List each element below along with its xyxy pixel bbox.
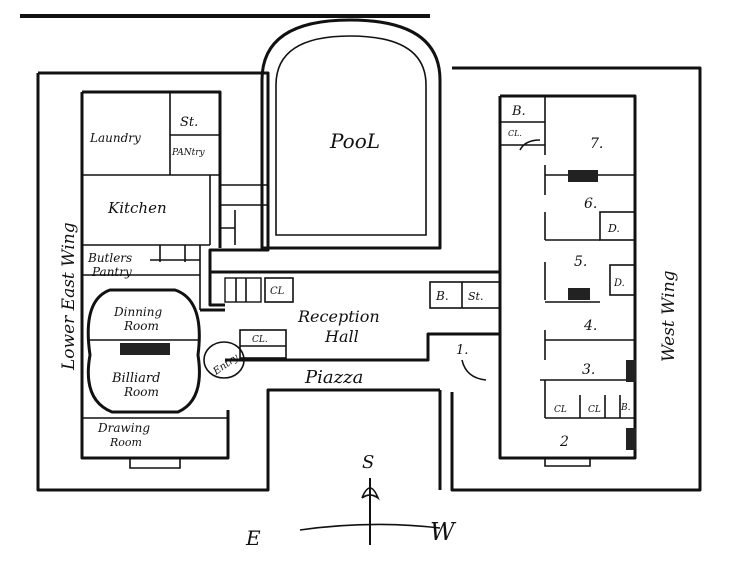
tub-symbol (568, 288, 590, 300)
room-4-label: 4. (583, 318, 597, 334)
closet-top-label: CL. (508, 129, 522, 138)
room-5-label: 5. (574, 254, 587, 270)
laundry-walls (82, 92, 220, 176)
compass-east-label: E (245, 526, 261, 550)
butlers-pantry-walls (82, 245, 201, 310)
billiard-label-line1: Billiard (111, 371, 160, 386)
kitchen-label: Kitchen (107, 199, 167, 217)
stair-left (224, 277, 262, 303)
kitchen-walls (82, 175, 211, 246)
compass-west-label: W (430, 518, 457, 546)
billiard-table-symbol (120, 343, 170, 355)
bath-label: B. (435, 289, 449, 303)
laundry-label: Laundry (89, 131, 141, 145)
compass-needle (361, 487, 380, 501)
room-d-lower (609, 264, 636, 296)
drawing-label-line1: Drawing (97, 421, 150, 435)
room-d-upper (599, 211, 636, 241)
butlers-label-line1: Butlers (87, 251, 132, 265)
top-bath-closet (500, 96, 546, 155)
west-wing-label: West Wing (659, 270, 679, 362)
room-7-label: 7. (590, 136, 603, 152)
closet-3b-label: CL (588, 405, 601, 415)
reception-label-line2: Hall (324, 327, 359, 346)
service-corridor-walls (220, 184, 268, 245)
lower-east-wing-label: Lower East Wing (59, 222, 79, 371)
bath-top-label: B. (511, 104, 526, 119)
room-6-label: 6. (584, 196, 597, 212)
compass-south-label: S (362, 452, 374, 473)
room-1-walls (428, 333, 500, 381)
compass-horizontal (299, 523, 441, 531)
butlers-label-line2: Pantry (91, 265, 132, 279)
west-wing-outline (450, 66, 702, 492)
stair-symbol-right (626, 360, 636, 382)
west-wing-inner (498, 94, 637, 460)
room-d-lower-label: D. (613, 278, 625, 289)
bath-storage-label: St. (468, 290, 483, 303)
bath-3-label: B. (620, 403, 631, 413)
closet-entry (239, 329, 287, 359)
west-wing-bay (544, 458, 591, 467)
closet-label-reception: CL (270, 286, 285, 297)
piazza-walls (266, 390, 442, 490)
dining-billiard-walls (86, 288, 201, 414)
closet-label-entry: CL. (252, 335, 268, 345)
billiard-label-line2: Room (123, 385, 159, 399)
tub-symbol (568, 170, 598, 182)
room-2-label: 2 (559, 434, 569, 450)
room-3-label: 3. (582, 362, 595, 378)
pool-outline (260, 18, 442, 250)
closet-left (264, 277, 294, 303)
pantry-label: PANtry (171, 148, 206, 158)
piazza-label: Piazza (304, 367, 363, 388)
room-d-upper-label: D. (607, 222, 620, 235)
dining-label-line1: Dinning (113, 305, 162, 319)
drawing-label-line2: Room (109, 436, 142, 449)
stair-symbol-right (626, 428, 636, 450)
storage-label: St. (180, 115, 198, 130)
pool-label: PooL (329, 129, 380, 153)
bath-storage (429, 281, 501, 309)
lower-closets (579, 395, 621, 418)
dining-label-line2: Room (123, 319, 159, 333)
pool-inner (275, 35, 427, 236)
room-1-label: 1. (456, 343, 468, 358)
closet-3a-label: CL (554, 405, 567, 415)
drawing-room-bay (129, 458, 181, 469)
reception-label-line1: Reception (297, 307, 380, 326)
